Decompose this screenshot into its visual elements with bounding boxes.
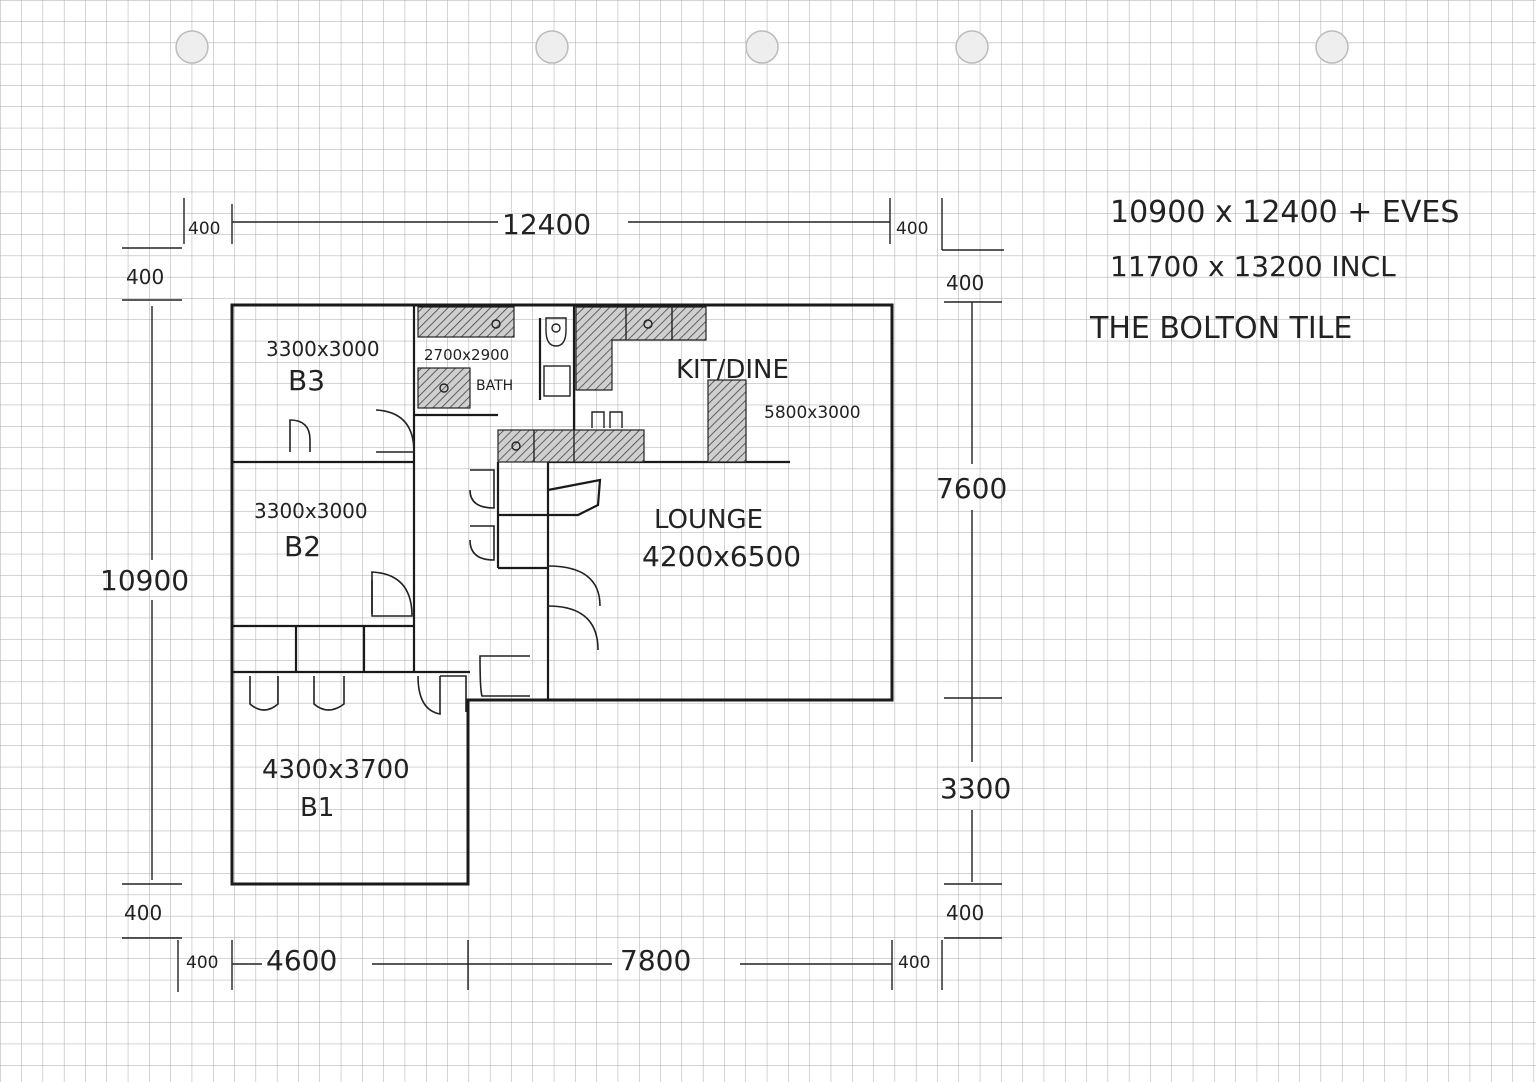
dim-left-top-eave: 400 (126, 265, 164, 289)
room-labels: 3300x3000 B3 2700x2900 BATH KIT/DINE 580… (254, 337, 861, 823)
dim-bottom-right-span: 7800 (620, 944, 691, 977)
dim-left-total: 10900 (100, 564, 189, 597)
bath-tub (417, 306, 515, 338)
dim-right-bottom-eave: 400 (946, 901, 984, 925)
room-b1-size: 4300x3700 (262, 755, 410, 785)
dim-right-upper: 7600 (936, 472, 1007, 505)
room-kitchen-name: KIT/DINE (676, 355, 789, 385)
dim-right-top-eave: 400 (946, 271, 984, 295)
dim-left-bottom-eave: 400 (124, 901, 162, 925)
dim-bottom-left-eave: 400 (186, 953, 218, 973)
dim-top-left-eave: 400 (188, 219, 220, 239)
room-bath-size: 2700x2900 (424, 346, 509, 364)
shower (417, 367, 471, 409)
room-b1-name: B1 (300, 793, 334, 823)
kitchen-lower-bench (497, 429, 645, 463)
kitchen-bench (575, 306, 707, 391)
dim-right-lower: 3300 (940, 772, 1011, 805)
dim-bottom-right-eave: 400 (898, 953, 930, 973)
dimension-labels: 400 12400 400 400 10900 400 400 7600 330… (100, 208, 1011, 977)
dimension-lines (122, 198, 1004, 992)
room-lounge-name: LOUNGE (654, 505, 763, 535)
floor-plan (230, 303, 894, 886)
binder-holes (175, 30, 1349, 64)
room-b3-size: 3300x3000 (266, 337, 380, 361)
toilet (545, 317, 567, 347)
room-kitchen-size: 5800x3000 (764, 403, 861, 423)
room-b3-name: B3 (288, 364, 325, 397)
kitchen-island (707, 379, 747, 463)
room-b2-size: 3300x3000 (254, 499, 368, 523)
note-including-eaves: 11700 x 13200 INCL (1110, 250, 1396, 283)
room-lounge-size: 4200x6500 (642, 540, 801, 573)
dim-top-right-eave: 400 (896, 219, 928, 239)
outer-walls (230, 303, 894, 886)
dim-top-total: 12400 (502, 208, 591, 241)
room-b2-name: B2 (284, 530, 321, 563)
dim-bottom-left-span: 4600 (266, 944, 337, 977)
sheet-notes: 10900 x 12400 + EVES 11700 x 13200 INCL … (1089, 195, 1459, 346)
note-outer-size: 10900 x 12400 + EVES (1110, 195, 1459, 230)
note-title: THE BOLTON TILE (1089, 311, 1352, 346)
room-bath-name: BATH (476, 378, 513, 394)
